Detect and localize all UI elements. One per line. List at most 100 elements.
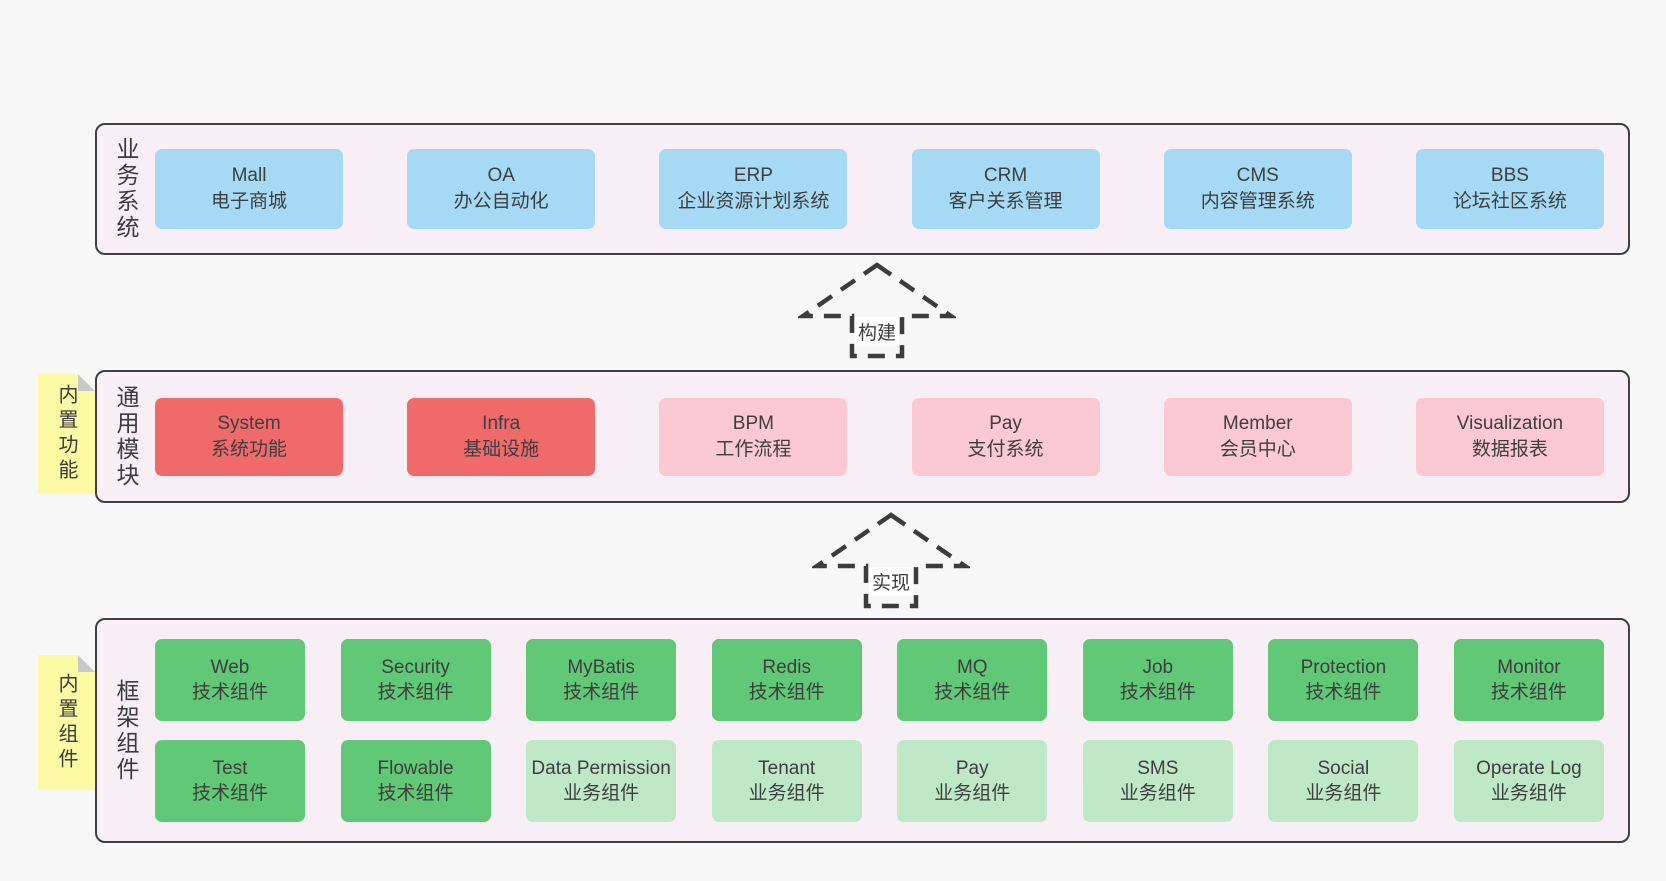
box-name: Pay xyxy=(955,758,989,779)
box-name: Protection xyxy=(1300,657,1387,678)
box-pay: Pay 支付系统 xyxy=(911,397,1100,476)
box-desc: 内容管理系统 xyxy=(1200,191,1315,212)
box-name: Web xyxy=(210,657,250,678)
box-data-permission: Data Permission 业务组件 xyxy=(526,740,677,822)
box-desc: 数据报表 xyxy=(1471,438,1548,460)
modules-row: System 系统功能 Infra 基础设施 BPM 工作流程 Pay 支付系统… xyxy=(155,397,1604,476)
layer-common-modules: 通用模块 System 系统功能 Infra 基础设施 BPM 工作流程 Pay… xyxy=(95,370,1630,503)
box-desc: 技术组件 xyxy=(377,783,454,804)
box-desc: 业务组件 xyxy=(563,783,640,804)
box-name: Tenant xyxy=(758,758,816,779)
box-name: MyBatis xyxy=(567,657,635,678)
arrow-build-label: 构建 xyxy=(854,317,900,346)
box-mq: MQ 技术组件 xyxy=(897,639,1048,721)
box-desc: 技术组件 xyxy=(748,682,825,703)
dashed-up-arrow-icon xyxy=(812,512,970,609)
box-desc: 业务组件 xyxy=(1119,783,1196,804)
box-mall: Mall 电子商城 xyxy=(155,149,343,229)
box-test: Test 技术组件 xyxy=(155,740,305,822)
note-text: 内置功能 xyxy=(55,384,77,484)
business-row: Mall 电子商城 OA 办公自动化 ERP 企业资源计划系统 CRM 客户关系… xyxy=(155,149,1604,229)
box-desc: 业务组件 xyxy=(1305,783,1382,804)
box-desc: 技术组件 xyxy=(1305,682,1382,703)
note-fold-corner xyxy=(78,655,95,672)
box-desc: 支付系统 xyxy=(967,438,1044,460)
box-member: Member 会员中心 xyxy=(1163,397,1352,476)
box-name: Redis xyxy=(762,657,811,678)
layer-framework-label: 框架组件 xyxy=(113,678,139,783)
box-name: Test xyxy=(212,758,248,779)
box-name: Job xyxy=(1142,657,1174,678)
arrow-build: 构建 xyxy=(798,260,956,360)
arrow-implement: 实现 xyxy=(812,510,970,610)
box-web: Web 技术组件 xyxy=(155,639,305,721)
box-sms: SMS 业务组件 xyxy=(1082,740,1233,822)
box-name: BBS xyxy=(1490,165,1529,186)
box-desc: 会员中心 xyxy=(1219,438,1296,460)
box-protection: Protection 技术组件 xyxy=(1268,639,1419,721)
box-bpm: BPM 工作流程 xyxy=(659,397,848,476)
box-desc: 技术组件 xyxy=(1119,682,1196,703)
box-name: CMS xyxy=(1236,165,1279,186)
box-name: Social xyxy=(1317,758,1370,779)
arrow-implement-label: 实现 xyxy=(868,567,914,596)
dashed-up-arrow-icon xyxy=(798,262,956,359)
box-desc: 技术组件 xyxy=(563,682,640,703)
box-erp: ERP 企业资源计划系统 xyxy=(659,149,848,229)
box-desc: 技术组件 xyxy=(1490,682,1567,703)
box-desc: 技术组件 xyxy=(934,682,1011,703)
box-bbs: BBS 论坛社区系统 xyxy=(1415,149,1604,229)
box-desc: 客户关系管理 xyxy=(948,191,1063,212)
box-name: Flowable xyxy=(377,758,454,779)
box-flowable: Flowable 技术组件 xyxy=(340,740,491,822)
box-infra: Infra 基础设施 xyxy=(407,397,596,476)
layer-business-systems: 业务系统 Mall 电子商城 OA 办公自动化 ERP 企业资源计划系统 CRM… xyxy=(95,123,1630,255)
sticky-note-builtin-components: 内置组件 xyxy=(38,655,95,790)
layer-business-rows: Mall 电子商城 OA 办公自动化 ERP 企业资源计划系统 CRM 客户关系… xyxy=(155,125,1628,253)
box-desc: 企业资源计划系统 xyxy=(677,191,830,212)
box-name: MQ xyxy=(956,657,988,678)
box-desc: 基础设施 xyxy=(463,438,540,460)
layer-business-label: 业务系统 xyxy=(113,137,139,241)
box-redis: Redis 技术组件 xyxy=(711,639,862,721)
box-desc: 技术组件 xyxy=(377,682,454,703)
box-name: System xyxy=(217,412,281,434)
box-name: OA xyxy=(487,165,515,186)
box-system: System 系统功能 xyxy=(155,397,343,476)
box-desc: 业务组件 xyxy=(934,783,1011,804)
box-mybatis: MyBatis 技术组件 xyxy=(526,639,677,721)
box-cms: CMS 内容管理系统 xyxy=(1163,149,1352,229)
biz-components-row: Test 技术组件 Flowable 技术组件 Data Permission … xyxy=(155,740,1604,822)
box-crm: CRM 客户关系管理 xyxy=(911,149,1100,229)
box-name: BPM xyxy=(732,412,774,434)
box-desc: 业务组件 xyxy=(1490,783,1567,804)
box-name: Data Permission xyxy=(531,758,671,779)
box-desc: 电子商城 xyxy=(210,191,287,212)
box-name: CRM xyxy=(983,165,1028,186)
box-name: SMS xyxy=(1137,758,1179,779)
box-social: Social 业务组件 xyxy=(1268,740,1419,822)
box-tenant: Tenant 业务组件 xyxy=(711,740,862,822)
box-name: Operate Log xyxy=(1476,758,1582,779)
box-name: ERP xyxy=(733,165,773,186)
tech-components-row: Web 技术组件 Security 技术组件 MyBatis 技术组件 Redi… xyxy=(155,639,1604,721)
box-desc: 业务组件 xyxy=(748,783,825,804)
box-name: Pay xyxy=(989,412,1022,434)
box-oa: OA 办公自动化 xyxy=(407,149,596,229)
box-monitor: Monitor 技术组件 xyxy=(1453,639,1604,721)
box-desc: 工作流程 xyxy=(715,438,792,460)
box-name: Security xyxy=(381,657,450,678)
box-desc: 办公自动化 xyxy=(453,191,549,212)
sticky-note-builtin-functions: 内置功能 xyxy=(38,374,95,494)
box-name: Monitor xyxy=(1497,657,1561,678)
note-text: 内置组件 xyxy=(55,672,77,773)
box-job: Job 技术组件 xyxy=(1082,639,1233,721)
box-visualization: Visualization 数据报表 xyxy=(1415,397,1604,476)
layer-framework-components: 框架组件 Web 技术组件 Security 技术组件 MyBatis 技术组件… xyxy=(95,618,1630,843)
box-name: Member xyxy=(1222,412,1293,434)
box-pay-biz: Pay 业务组件 xyxy=(897,740,1048,822)
box-desc: 技术组件 xyxy=(191,783,268,804)
box-operate-log: Operate Log 业务组件 xyxy=(1453,740,1604,822)
box-desc: 技术组件 xyxy=(191,682,268,703)
box-name: Visualization xyxy=(1456,412,1564,434)
